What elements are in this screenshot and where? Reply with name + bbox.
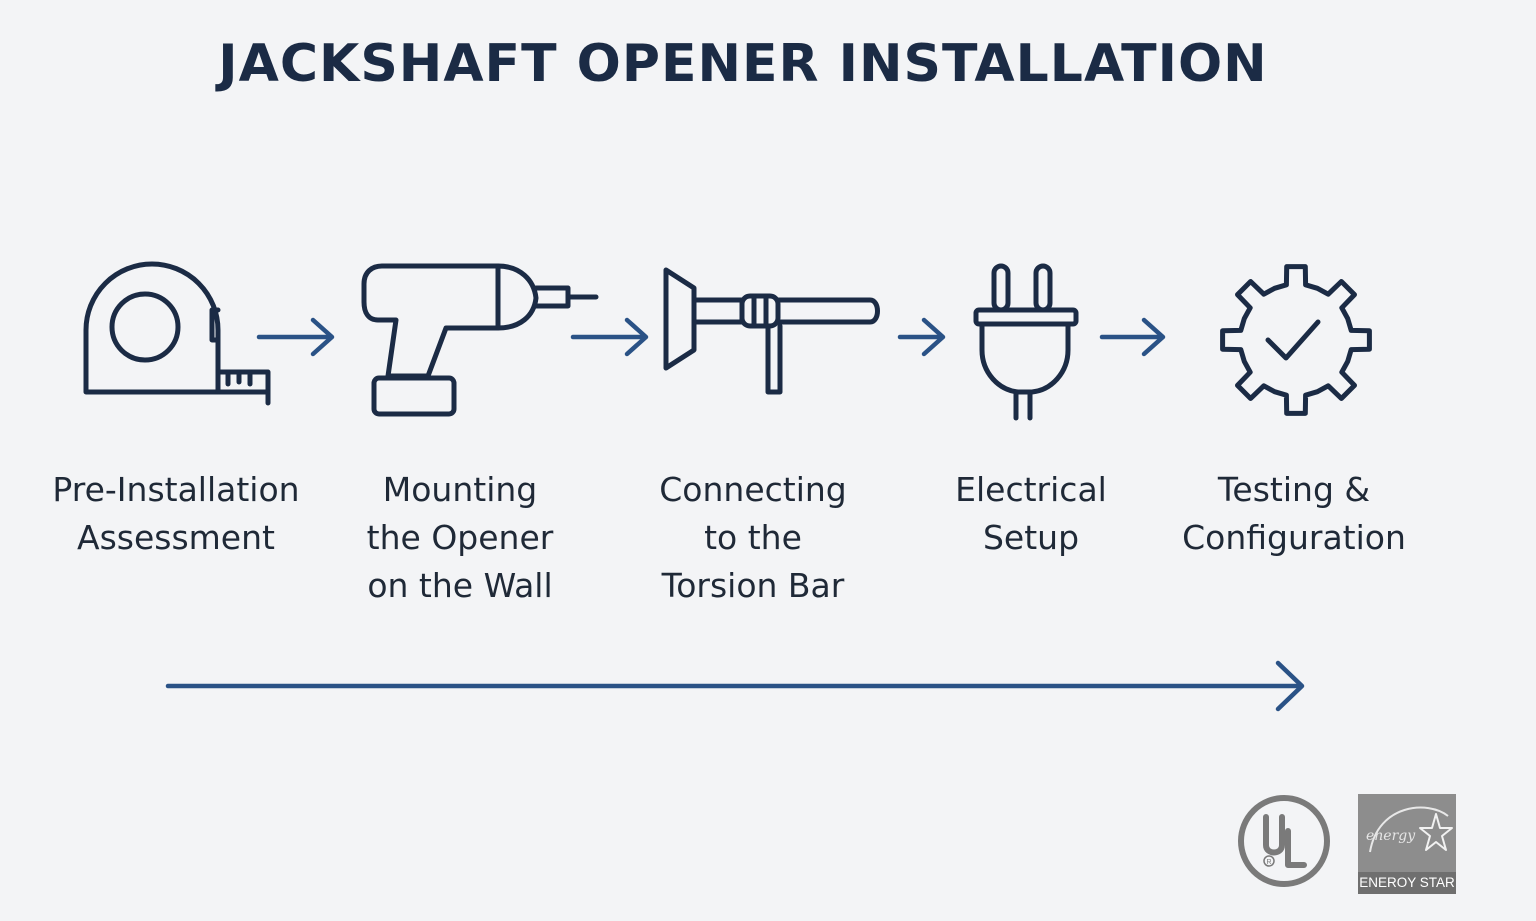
gear-check-icon: [1220, 264, 1372, 416]
svg-text:R: R: [1266, 859, 1271, 866]
progress-arrow: [165, 660, 1305, 712]
page-title: JACKSHAFT OPENER INSTALLATION: [218, 34, 1268, 94]
step-arrow-4: [1099, 317, 1166, 357]
step-label-testing: Testing &Configuration: [1182, 470, 1406, 557]
step-arrow-3: [897, 317, 946, 357]
energy-star-logo: energy ENEROY STAR: [1358, 794, 1456, 894]
step-arrow-2: [570, 317, 649, 357]
ul-certification-logo: R: [1238, 795, 1330, 887]
energy-star-label: ENEROY STAR: [1358, 872, 1456, 894]
torsion-bar-icon: [663, 267, 880, 395]
electrical-plug-icon: [973, 263, 1079, 421]
power-drill-icon: [361, 263, 599, 417]
step-arrow-1: [256, 317, 335, 357]
tape-measure-icon: [83, 261, 271, 406]
